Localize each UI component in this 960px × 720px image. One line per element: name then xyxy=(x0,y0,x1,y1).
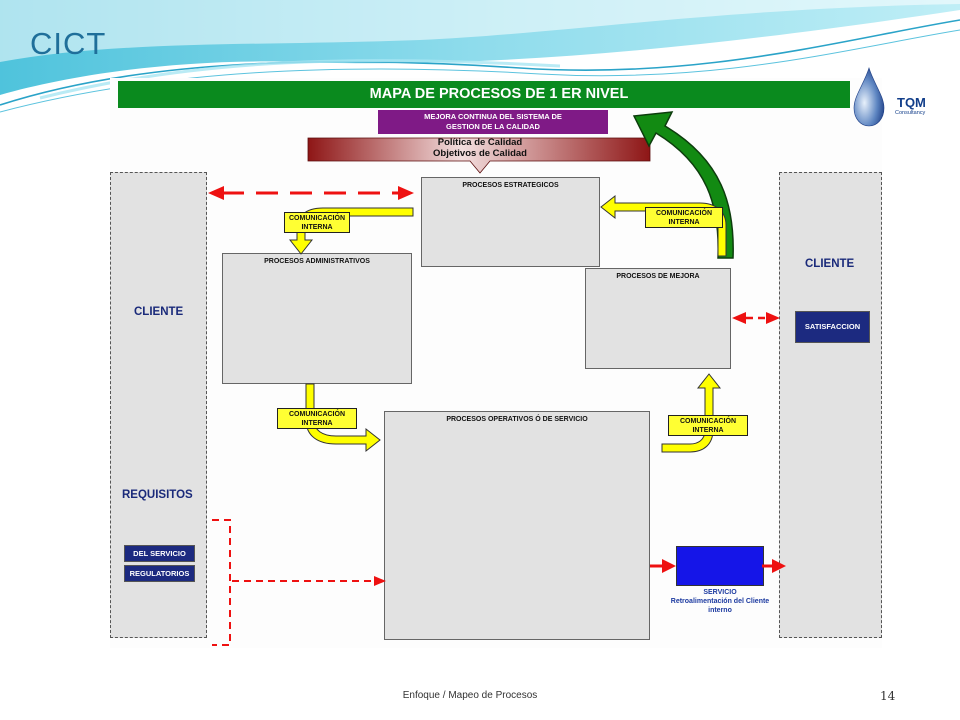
com-interna-label-2: COMUNICACIÓN INTERNA xyxy=(645,207,723,228)
diagram-banner: MAPA DE PROCESOS DE 1 ER NIVEL xyxy=(118,81,850,108)
mejora-line-2: GESTION DE LA CALIDAD xyxy=(446,121,540,131)
header-wave-decoration xyxy=(0,0,960,113)
politica-line-1: Política de Calidad xyxy=(437,137,523,148)
servicio-label: SERVICIO xyxy=(703,589,737,596)
com-line-2: INTERNA xyxy=(668,218,700,226)
servicio-caption: SERVICIO Retroalimentación del Cliente i… xyxy=(655,588,785,615)
servicio-box[interactable] xyxy=(676,546,764,586)
com-line-2: INTERNA xyxy=(301,419,333,427)
com-interna-label-3: COMUNICACIÓN INTERNA xyxy=(277,408,357,429)
com-line-1: COMUNICACIÓN xyxy=(289,411,345,418)
cliente-right-label: CLIENTE xyxy=(805,258,855,270)
del-servicio-button[interactable]: DEL SERVICIO xyxy=(124,545,195,562)
logo-name: TQM xyxy=(897,95,926,110)
regulatorios-button[interactable]: REGULATORIOS xyxy=(124,565,195,582)
com-interna-label-4: COMUNICACIÓN INTERNA xyxy=(668,415,748,436)
com-interna-label-1: COMUNICACIÓN INTERNA xyxy=(284,212,350,233)
slide-footer: Enfoque / Mapeo de Procesos xyxy=(402,690,538,701)
politica-text: Política de Calidad Objetivos de Calidad xyxy=(400,137,560,159)
cliente-right-panel xyxy=(779,172,882,638)
water-drop-icon xyxy=(853,66,885,127)
red-dashed-bracket xyxy=(212,519,231,646)
politica-line-2: Objetivos de Calidad xyxy=(433,148,527,159)
procesos-operativos-box[interactable]: PROCESOS OPERATIVOS Ó DE SERVICIO xyxy=(384,411,650,640)
retro-line-1: Retroalimentación del Cliente xyxy=(670,598,770,605)
com-line-2: INTERNA xyxy=(301,223,333,231)
com-line-1: COMUNICACIÓN xyxy=(680,418,736,425)
procesos-administrativos-box[interactable]: PROCESOS ADMINISTRATIVOS xyxy=(222,253,412,384)
satisfaccion-button[interactable]: SATISFACCION xyxy=(795,311,870,343)
slide-title: CICT xyxy=(30,26,107,61)
retro-line-2: interno xyxy=(708,607,732,614)
page-number: 14 xyxy=(880,689,896,703)
mejora-line-1: MEJORA CONTINUA DEL SISTEMA DE xyxy=(424,112,562,121)
logo-subtitle: Consultancy xyxy=(895,110,926,116)
com-line-1: COMUNICACIÓN xyxy=(656,210,712,217)
com-line-2: INTERNA xyxy=(692,426,724,434)
procesos-estrategicos-box[interactable]: PROCESOS ESTRATEGICOS xyxy=(421,177,600,267)
cliente-left-label: CLIENTE xyxy=(134,306,184,318)
procesos-mejora-box[interactable]: PROCESOS DE MEJORA xyxy=(585,268,731,369)
yellow-arrow-com-4 xyxy=(661,373,722,453)
com-line-1: COMUNICACIÓN xyxy=(289,215,345,222)
requisitos-label: REQUISITOS xyxy=(122,489,193,501)
mejora-continua-box: MEJORA CONTINUA DEL SISTEMA DE GESTION D… xyxy=(378,110,608,134)
